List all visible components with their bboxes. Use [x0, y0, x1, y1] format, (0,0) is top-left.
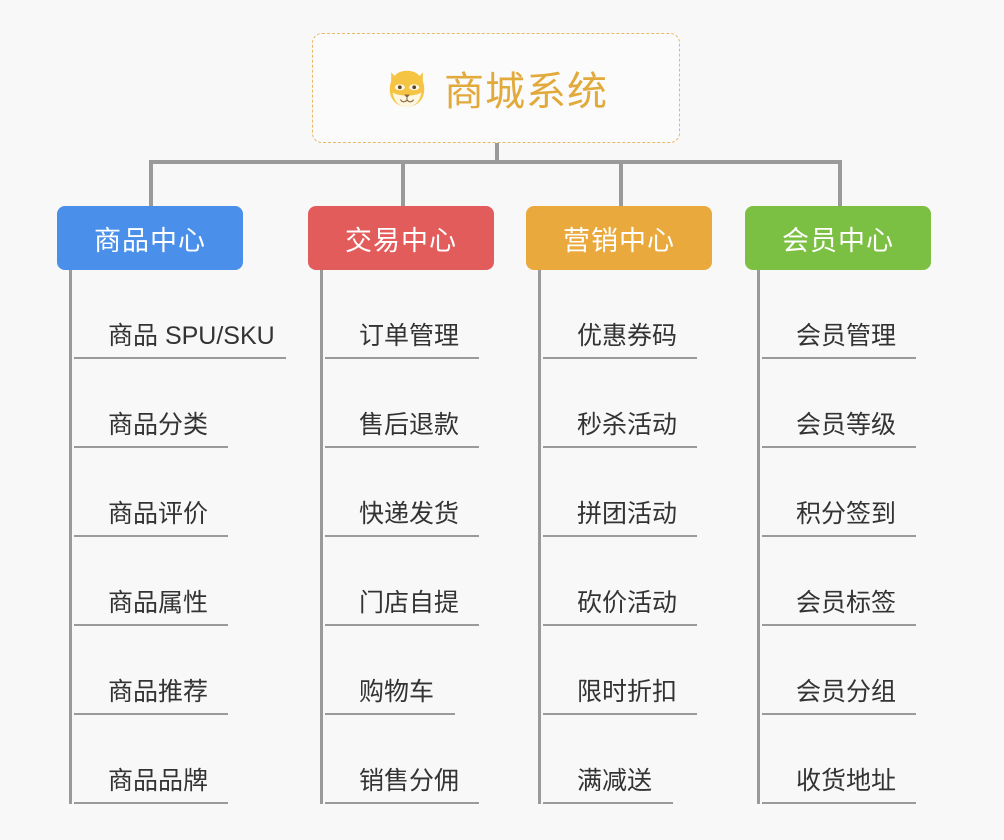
leaf-item[interactable]: 门店自提	[325, 537, 479, 626]
category-header-2[interactable]: 营销中心	[526, 206, 712, 270]
branch-column-2: 营销中心优惠券码秒杀活动拼团活动砍价活动限时折扣满减送	[526, 206, 712, 804]
connector-drop-1	[401, 160, 405, 208]
leaf-item[interactable]: 销售分佣	[325, 715, 479, 804]
leaf-item[interactable]: 商品 SPU/SKU	[74, 270, 286, 359]
leaf-item[interactable]: 会员管理	[762, 270, 916, 359]
connector-drop-3	[838, 160, 842, 208]
leaf-item[interactable]: 拼团活动	[543, 448, 697, 537]
leaf-item[interactable]: 收货地址	[762, 715, 916, 804]
leaf-item[interactable]: 快递发货	[325, 448, 479, 537]
leaf-item[interactable]: 订单管理	[325, 270, 479, 359]
root-title: 商城系统	[444, 70, 608, 114]
branch-column-3: 会员中心会员管理会员等级积分签到会员标签会员分组收货地址	[745, 206, 931, 804]
leaf-item[interactable]: 商品推荐	[74, 626, 228, 715]
leaf-list-3: 会员管理会员等级积分签到会员标签会员分组收货地址	[757, 270, 931, 804]
connector-drop-2	[619, 160, 623, 208]
leaf-item[interactable]: 会员等级	[762, 359, 916, 448]
leaf-item[interactable]: 积分签到	[762, 448, 916, 537]
shiba-dog-face-icon	[384, 65, 430, 111]
leaf-list-1: 订单管理售后退款快递发货门店自提购物车销售分佣	[320, 270, 494, 804]
leaf-item[interactable]: 满减送	[543, 715, 673, 804]
leaf-item[interactable]: 砍价活动	[543, 537, 697, 626]
leaf-item[interactable]: 售后退款	[325, 359, 479, 448]
category-header-3[interactable]: 会员中心	[745, 206, 931, 270]
category-header-0[interactable]: 商品中心	[57, 206, 243, 270]
leaf-item[interactable]: 商品分类	[74, 359, 228, 448]
category-header-1[interactable]: 交易中心	[308, 206, 494, 270]
leaf-item[interactable]: 购物车	[325, 626, 455, 715]
connector-drop-0	[149, 160, 153, 208]
leaf-item[interactable]: 商品属性	[74, 537, 228, 626]
leaf-item[interactable]: 限时折扣	[543, 626, 697, 715]
leaf-item[interactable]: 秒杀活动	[543, 359, 697, 448]
leaf-item[interactable]: 会员分组	[762, 626, 916, 715]
branch-column-1: 交易中心订单管理售后退款快递发货门店自提购物车销售分佣	[308, 206, 494, 804]
connector-root-stem	[495, 143, 499, 164]
connector-horizontal-rail	[149, 160, 840, 164]
leaf-item[interactable]: 商品评价	[74, 448, 228, 537]
root-node[interactable]: 商城系统	[312, 33, 680, 143]
leaf-item[interactable]: 优惠券码	[543, 270, 697, 359]
leaf-item[interactable]: 商品品牌	[74, 715, 228, 804]
leaf-item[interactable]: 会员标签	[762, 537, 916, 626]
leaf-list-2: 优惠券码秒杀活动拼团活动砍价活动限时折扣满减送	[538, 270, 712, 804]
